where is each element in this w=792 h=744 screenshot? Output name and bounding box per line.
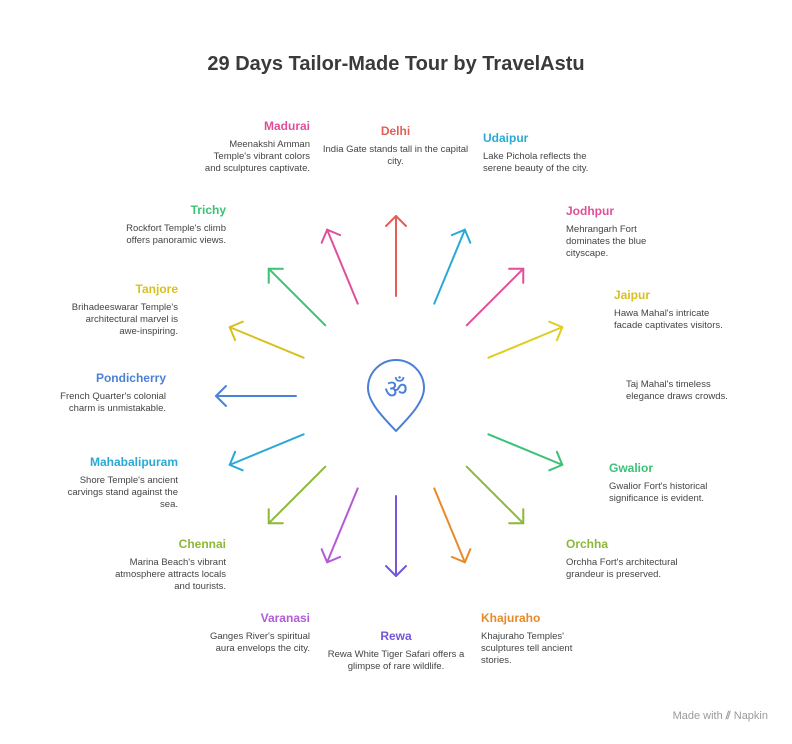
arrows-group <box>215 215 577 577</box>
page-title: 29 Days Tailor-Made Tour by TravelAstu <box>207 53 585 75</box>
destination-description: Ganges River's spiritual aura envelops t… <box>209 631 310 654</box>
arrow-trichy <box>267 267 327 327</box>
destination-description: Rewa White Tiger Safari offers a glimpse… <box>327 649 465 672</box>
destination-name: Trichy <box>190 203 226 217</box>
destination-description: Khajuraho Temples' sculptures tell ancie… <box>481 631 573 666</box>
destination-description: India Gate stands tall in the capital ci… <box>322 144 469 167</box>
destination-trichy: Trichy Rockfort Temple's climb offers pa… <box>106 203 226 247</box>
arrow-delhi <box>385 215 407 297</box>
destination-description: Orchha Fort's architectural grandeur is … <box>566 557 678 580</box>
arrow-chennai <box>267 465 327 525</box>
arrow-pondicherry <box>215 385 297 407</box>
destination-description: French Quarter's colonial charm is unmis… <box>60 391 166 414</box>
destination-delhi: Delhi India Gate stands tall in the capi… <box>318 124 473 168</box>
destination-name: Varanasi <box>260 611 310 625</box>
destination-name: Delhi <box>380 124 411 138</box>
destination-name: Jaipur <box>614 288 651 302</box>
destination-khajuraho: Khajuraho Khajuraho Temples' sculptures … <box>481 611 591 667</box>
arrow-orchha <box>465 465 525 525</box>
destination-orchha: Orchha Orchha Fort's architectural grand… <box>566 537 686 581</box>
destination-description: Shore Temple's ancient carvings stand ag… <box>67 475 178 510</box>
destination-madurai: Madurai Meenakshi Amman Temple's vibrant… <box>200 119 310 175</box>
destination-mahabalipuram: Mahabalipuram Shore Temple's ancient car… <box>58 455 178 511</box>
destination-udaipur: Udaipur Lake Pichola reflects the serene… <box>483 131 593 175</box>
arrow-jodhpur <box>465 267 525 327</box>
destination-chennai: Chennai Marina Beach's vibrant atmospher… <box>115 537 226 593</box>
destination-jaipur: Jaipur Hawa Mahal's intricate facade cap… <box>614 288 729 332</box>
napkin-logo-icon: ⫽ <box>725 710 731 722</box>
arrow-gwalior <box>487 433 564 472</box>
destination-rewa: Rewa Rewa White Tiger Safari offers a gl… <box>321 629 471 673</box>
destination-name: Udaipur <box>483 131 529 145</box>
arrow-agra <box>495 385 577 407</box>
destination-name: Rewa <box>380 629 412 643</box>
destination-agra: Taj Mahal's timeless elegance draws crow… <box>626 373 736 403</box>
destination-description: Meenakshi Amman Temple's vibrant colors … <box>204 139 310 174</box>
destination-description: Gwalior Fort's historical significance i… <box>609 481 708 504</box>
destination-description: Marina Beach's vibrant atmosphere attrac… <box>115 557 226 592</box>
destination-name: Khajuraho <box>481 611 541 625</box>
arrow-mahabalipuram <box>228 433 305 472</box>
destination-description: Brihadeeswarar Temple's architectural ma… <box>71 302 178 337</box>
destination-description: Taj Mahal's timeless elegance draws crow… <box>626 379 728 402</box>
om-location-pin-icon: ॐ <box>367 359 425 432</box>
footer-brand: Napkin <box>733 710 768 722</box>
destination-name: Tanjore <box>135 282 178 296</box>
destination-name: Gwalior <box>609 461 654 475</box>
destination-name: Mahabalipuram <box>89 455 178 469</box>
destination-name: Orchha <box>566 537 609 551</box>
footer-made-with: Made with <box>672 710 723 722</box>
arrow-jaipur <box>487 320 564 359</box>
svg-text:ॐ: ॐ <box>384 375 408 405</box>
destination-description: Mehrangarh Fort dominates the blue citys… <box>566 224 647 259</box>
arrow-madurai <box>320 228 359 305</box>
arrow-khajuraho <box>433 487 472 564</box>
arrow-rewa <box>385 495 407 577</box>
arrow-varanasi <box>320 487 359 564</box>
arrow-tanjore <box>228 320 305 359</box>
destination-pondicherry: Pondicherry French Quarter's colonial ch… <box>56 371 166 415</box>
destination-varanasi: Varanasi Ganges River's spiritual aura e… <box>200 611 310 655</box>
destination-description: Lake Pichola reflects the serene beauty … <box>483 151 589 174</box>
destination-description: Rockfort Temple's climb offers panoramic… <box>126 223 226 246</box>
destination-jodhpur: Jodhpur Mehrangarh Fort dominates the bl… <box>566 204 666 260</box>
destination-name: Jodhpur <box>566 204 614 218</box>
footer-credit: Made with ⫽ Napkin <box>673 710 768 723</box>
destination-name: Pondicherry <box>95 371 166 385</box>
destination-description: Hawa Mahal's intricate facade captivates… <box>614 308 723 331</box>
destination-tanjore: Tanjore Brihadeeswarar Temple's architec… <box>63 282 178 338</box>
destination-name: Madurai <box>263 119 310 133</box>
destination-gwalior: Gwalior Gwalior Fort's historical signif… <box>609 461 729 505</box>
arrow-udaipur <box>433 228 472 305</box>
destination-name: Chennai <box>178 537 226 551</box>
